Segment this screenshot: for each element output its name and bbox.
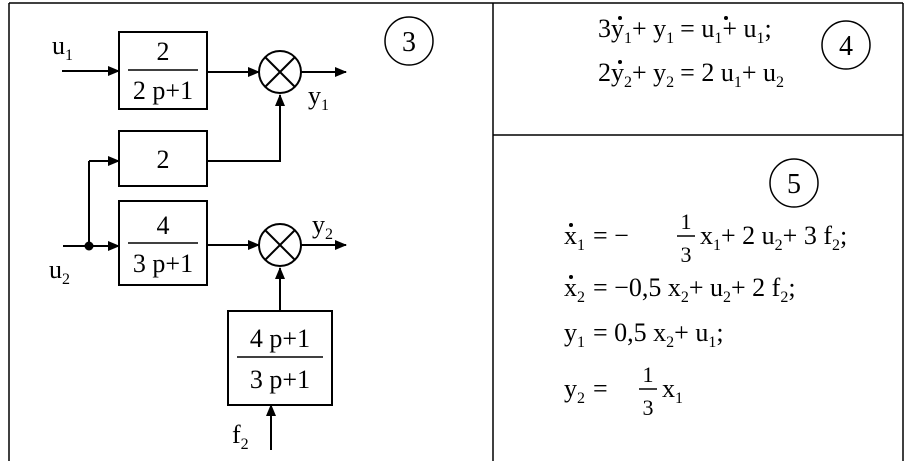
cell-4-marker: 4 bbox=[821, 20, 871, 70]
eq5-line3: y1= 0,5 x2+ u1; bbox=[564, 318, 724, 351]
output-y2-label: y2 bbox=[312, 210, 333, 243]
eq4-line2-dots bbox=[618, 60, 622, 64]
eq5-line1-frac-num: 1 bbox=[681, 209, 692, 234]
block3-4-over-3p-plus-1 bbox=[118, 200, 208, 286]
block4-denominator: 3 p+1 bbox=[250, 365, 310, 394]
eq5-line4-lhs: y2= bbox=[564, 374, 608, 407]
output-y1-label: y1 bbox=[308, 81, 329, 114]
block-diagram: u1 2 2 p+1 y1 2 u2 4 3 p+1 bbox=[49, 31, 347, 453]
eq5-line1-frac-den: 3 bbox=[681, 242, 692, 267]
eq4-line2: 2y2+ y2= 2 u1+ u2 bbox=[598, 58, 784, 91]
table-frame bbox=[8, 2, 904, 461]
eq4-line1-dots bbox=[618, 16, 728, 20]
eq5-line2: x2= −0,5 x2+ u2+ 2 f2; bbox=[564, 273, 796, 306]
block1-2-over-2p-plus-1 bbox=[118, 31, 208, 110]
input-u1-label: u1 bbox=[52, 31, 73, 64]
block3-denominator: 3 p+1 bbox=[133, 249, 193, 278]
cell-3-label: 3 bbox=[402, 27, 416, 58]
cell-3-circle bbox=[384, 16, 434, 66]
block2-value: 2 bbox=[157, 145, 170, 174]
eq5-line1-dot bbox=[569, 223, 573, 227]
cell-4-circle bbox=[821, 20, 871, 70]
block1-denominator: 2 p+1 bbox=[133, 76, 193, 105]
block4-numerator: 4 p+1 bbox=[250, 324, 310, 353]
eq4-line1: 3y1+ y1= u1+ u1; bbox=[598, 14, 772, 47]
eq5-line4-frac-num: 1 bbox=[643, 362, 654, 387]
eq5-line1-rhs: x1+ 2 u2+ 3 f2; bbox=[700, 221, 847, 254]
summing-junction-1 bbox=[258, 50, 302, 94]
equations-cell-4: 3y1+ y1= u1+ u1; 2y2+ y2= 2 u1+ u2 bbox=[598, 14, 784, 91]
block1-numerator: 2 bbox=[157, 37, 170, 66]
arrow-block2-to-sum1 bbox=[207, 94, 285, 162]
cell-4-label: 4 bbox=[839, 31, 853, 62]
cell-5-marker: 5 bbox=[769, 158, 819, 208]
cell-3-marker: 3 bbox=[384, 16, 434, 66]
block3-numerator: 4 bbox=[157, 211, 170, 240]
eq5-line2-dot bbox=[569, 275, 573, 279]
eq5-line4-frac-den: 3 bbox=[643, 395, 654, 420]
equations-cell-5: x1= − 1 3 x1+ 2 u2+ 3 f2; x2= −0,5 x2+ u… bbox=[564, 209, 847, 420]
cell-5-label: 5 bbox=[787, 169, 801, 200]
input-u2-label: u2 bbox=[49, 255, 70, 288]
eq5-line1-lhs: x1= − bbox=[564, 221, 629, 254]
input-f2-label: f2 bbox=[232, 420, 249, 453]
summing-junction-2 bbox=[258, 223, 302, 267]
eq5-line4-rhs: x1 bbox=[662, 374, 683, 407]
cell-5-circle bbox=[769, 158, 819, 208]
